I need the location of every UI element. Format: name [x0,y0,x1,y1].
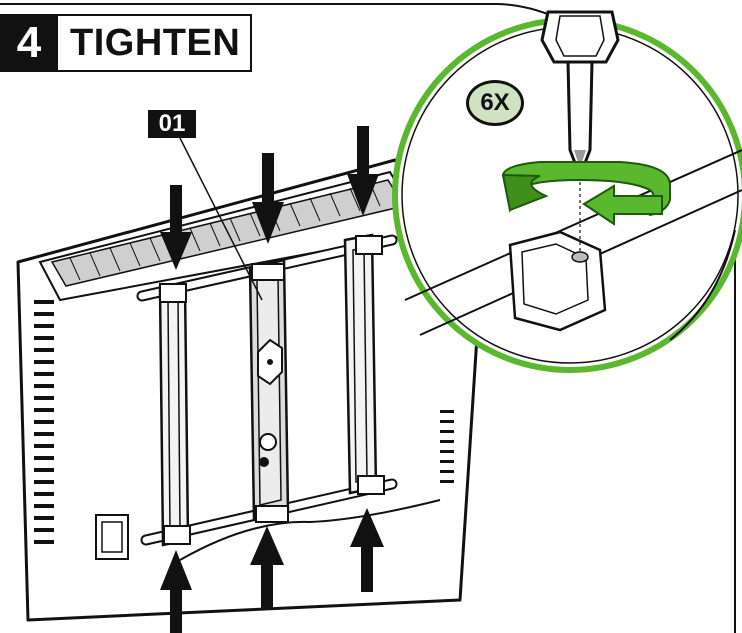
step-header: 4 TIGHTEN [0,14,253,72]
push-arrow-icon [582,184,663,226]
side-vents [34,300,54,544]
step-title: TIGHTEN [70,21,241,64]
step-number: 4 [0,16,58,70]
screwdriver-icon [540,10,620,181]
panel-border [0,3,736,633]
up-arrow-icon [160,508,384,633]
right-vents [440,410,454,483]
callout-leader [179,137,263,301]
quantity-badge: 6X [466,80,524,126]
wall-mount-bracket [136,233,398,547]
part-callout-label: 01 [148,110,196,138]
clockwise-rotate-arrow-icon [501,161,671,226]
down-arrow-icon [160,126,379,270]
